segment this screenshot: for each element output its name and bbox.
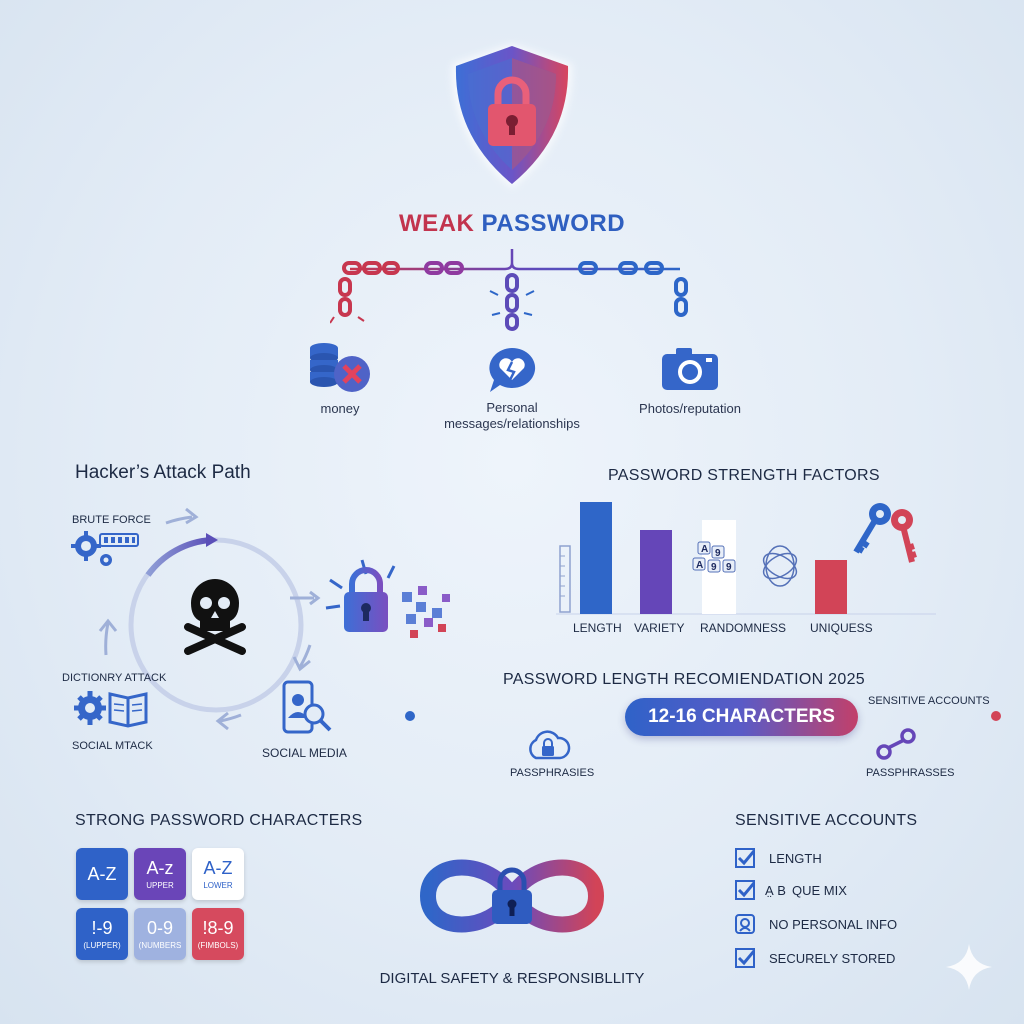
phone-search-icon — [282, 680, 332, 734]
checkbox-checked-icon — [735, 948, 755, 968]
char-tile-2-text: A-z — [146, 858, 174, 878]
char-tile-1: A-Z — [76, 848, 128, 900]
char-tile-3: A-Z LOWER — [192, 848, 244, 900]
checklist-item-securely-stored: SECURELY STORED — [735, 946, 895, 970]
bar-label-uniqueness: UNIQUESS — [810, 621, 873, 635]
char-tile-4: !-9 (LUPPER) — [76, 908, 128, 960]
char-tile-2: A-z UPPER — [134, 848, 186, 900]
sensitive-accounts-title: SENSITIVE ACCOUNTS — [735, 812, 918, 829]
bar-label-length: LENGTH — [573, 621, 622, 635]
keys-icon — [853, 503, 917, 563]
passphrase-right-caption: PASSPHRASSES — [866, 767, 955, 779]
strong-chars-title: STRONG PASSWORD CHARACTERS — [75, 812, 363, 829]
bar-uniqueness — [815, 560, 847, 614]
weak-password-title: WEAK PASSWORD — [312, 210, 712, 238]
social-attack-label: SOCIAL MTACK — [72, 740, 153, 752]
char-tile-4-sub: (LUPPER) — [83, 941, 121, 950]
svg-text:9: 9 — [715, 548, 721, 559]
consequence-personal-line1: Personal — [486, 400, 538, 415]
consequence-photos-label: Photos/reputation — [639, 401, 741, 416]
checklist-item-mix: A̤ B QUE MIX — [735, 878, 847, 902]
char-tile-5-sub: (NUMBERS — [138, 941, 182, 950]
svg-text:A: A — [696, 560, 703, 571]
consequence-personal-label: Personal messages/relationships — [430, 400, 594, 432]
strength-factors-title: PASSWORD STRENGTH FACTORS — [608, 467, 880, 484]
bar-variety — [640, 530, 672, 614]
checklist-label-securely-stored: SECURELY STORED — [769, 950, 896, 966]
consequence-money-label: money — [320, 401, 360, 416]
length-range-pill: 12-16 CHARACTERS — [625, 698, 858, 736]
title-word-weak: WEAK — [398, 210, 475, 237]
char-tile-6-text: !8-9 — [202, 918, 234, 938]
broken-chain-connector — [330, 249, 688, 331]
checkbox-checked-icon — [735, 848, 755, 868]
char-tile-6-sub: (FIMBOLS) — [197, 941, 239, 950]
broken-heart-chat-icon — [489, 347, 536, 392]
char-tile-3-text: A-Z — [203, 858, 233, 878]
social-media-label: SOCIAL MEDIA — [262, 746, 347, 760]
svg-text:9: 9 — [711, 562, 717, 573]
link-chain-icon — [876, 728, 916, 760]
hacked-lock-icon — [325, 559, 450, 638]
svg-text:9: 9 — [726, 562, 732, 573]
checklist-mix-prefix: A̤ B — [765, 882, 786, 898]
char-tile-6: !8-9 (FIMBOLS) — [192, 908, 244, 960]
char-tile-2-sub: UPPER — [146, 881, 174, 890]
checklist-label-mix: QUE MIX — [791, 882, 847, 898]
title-word-password: PASSWORD — [481, 210, 626, 237]
checklist-item-personal-info: NO PERSONAL INFO — [735, 912, 897, 936]
infinity-lock-icon — [420, 859, 604, 933]
shield-lock-icon — [451, 44, 573, 188]
char-tile-5-text: 0-9 — [146, 918, 173, 938]
bar-length — [580, 502, 612, 614]
no-personal-info-icon — [735, 914, 755, 934]
attack-cycle-diagram — [98, 507, 312, 731]
cloud-lock-icon — [529, 730, 571, 760]
char-tile-3-sub: LOWER — [203, 881, 233, 890]
arrow-right-icon — [290, 590, 321, 606]
passphrase-left-caption: PASSPHRASIES — [510, 767, 595, 779]
recommendation-title: PASSWORD LENGTH RECOMIENDATION 2025 — [503, 671, 865, 688]
tangled-knot-icon — [762, 545, 798, 587]
skull-crossbones-icon — [184, 579, 246, 655]
char-tile-4-text: !-9 — [91, 918, 113, 938]
attack-path-title: Hacker’s Attack Path — [75, 462, 251, 483]
dictionary-attack-label: DICTIONRY ATTACK — [62, 672, 167, 684]
gear-book-icon — [74, 691, 148, 728]
checklist-label-length: LENGTH — [769, 850, 822, 866]
camera-icon — [662, 348, 718, 390]
char-tile-5: 0-9 (NUMBERS — [134, 908, 186, 960]
svg-text:A: A — [701, 544, 708, 555]
char-tile-1-text: A-Z — [87, 863, 117, 884]
strength-factors-chart: A 9 A 9 9 — [556, 502, 936, 615]
dice-letters-icon: A 9 A 9 9 — [692, 541, 736, 573]
checklist-label-personal-info: NO PERSONAL INFO — [769, 916, 898, 932]
gear-keyboard-icon — [71, 531, 139, 566]
checkbox-checked-icon — [735, 880, 755, 900]
consequence-personal-line2: messages/relationships — [444, 416, 580, 431]
checklist-item-length: LENGTH — [735, 846, 822, 870]
brute-force-label: BRUTE FORCE — [72, 514, 151, 526]
sparkle-icon — [946, 944, 992, 990]
footer-title: DIGITAL SAFETY & RESPONSIBLLITY — [379, 970, 645, 987]
timeline-sensitive-label: SENSITIVE ACCOUNTS — [868, 695, 990, 707]
database-icon — [310, 343, 370, 392]
ruler-icon — [559, 545, 571, 613]
bar-label-randomness: RANDOMNESS — [700, 621, 787, 635]
bar-label-variety: VARIETY — [634, 621, 685, 635]
